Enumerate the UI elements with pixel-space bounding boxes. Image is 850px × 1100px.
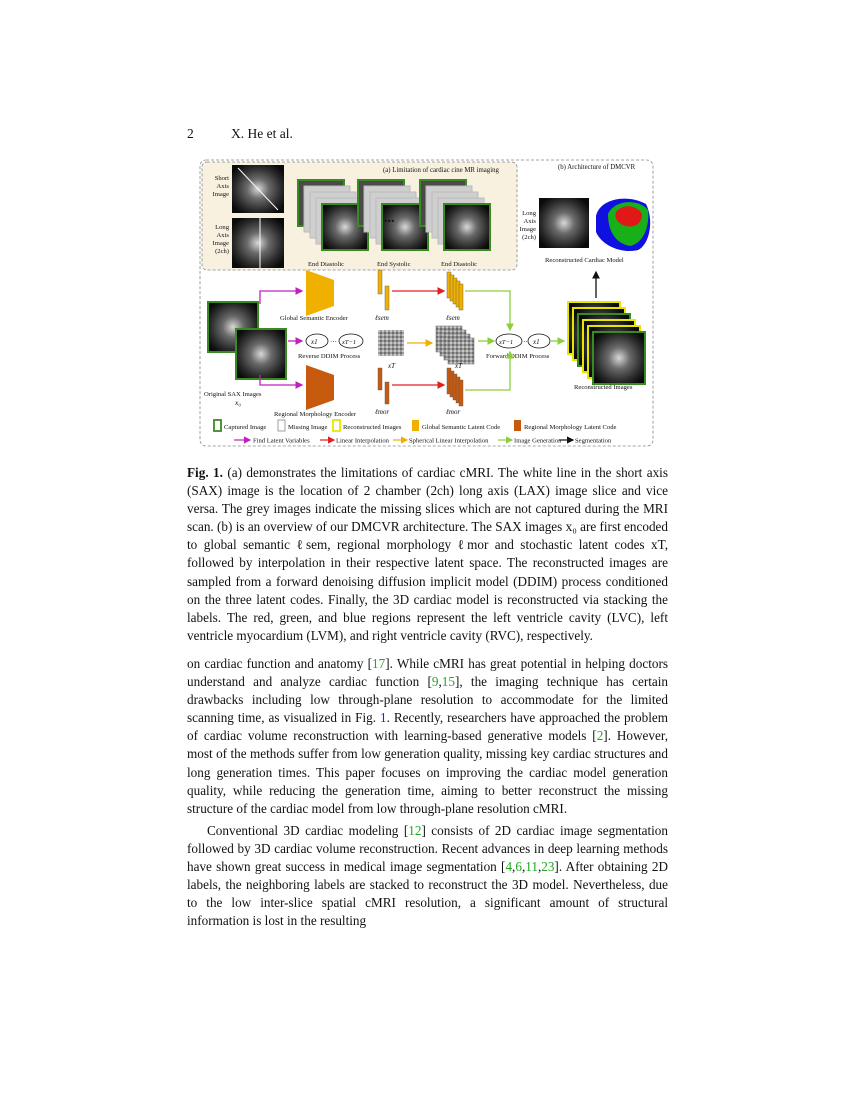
noise-images-interp (435, 325, 475, 365)
image-stack-end-diastolic-2 (419, 179, 491, 251)
svg-text:x1: x1 (532, 338, 540, 346)
citation-link[interactable]: 6 (515, 859, 522, 875)
svg-text:···: ··· (523, 338, 530, 346)
caption-text: (a) demonstrates the limitations of card… (187, 465, 668, 643)
forward-ddim-label: Forward DDIM Process (486, 353, 550, 360)
long-axis-label: Long Axis Image (2ch) (213, 224, 230, 255)
legend-arrows: Find Latent Variables Linear Interpolati… (234, 436, 612, 445)
regional-encoder-label: Regional Morphology Encoder (274, 411, 357, 418)
citation-link[interactable]: 4 (505, 859, 513, 875)
svg-text:Reconstructed Images: Reconstructed Images (343, 424, 402, 431)
svg-text:Axis: Axis (217, 183, 230, 190)
node-x1-reverse (305, 333, 329, 349)
citation-link[interactable]: 12 (408, 822, 422, 838)
svg-text:Axis: Axis (217, 232, 230, 239)
svg-text:Spherical Linear Interpolation: Spherical Linear Interpolation (409, 438, 489, 445)
original-sax-images (207, 301, 287, 380)
noise-image-xT (378, 330, 404, 356)
phase-label-1: End Diastolic (308, 261, 344, 268)
svg-text:Missing Image: Missing Image (288, 424, 327, 431)
svg-text:(2ch): (2ch) (522, 234, 536, 241)
cardiac-3d-model (596, 198, 651, 252)
reconstructed-images-label: Reconstructed Images (574, 384, 633, 391)
svg-text:Regional Morphology Latent Cod: Regional Morphology Latent Code (524, 424, 617, 431)
panel-a-title: (a) Limitation of cardiac cine MR imagin… (383, 167, 499, 174)
semantic-latent-codes (377, 269, 390, 311)
svg-text:Image: Image (213, 191, 230, 198)
svg-text:Image Generation: Image Generation (514, 438, 562, 445)
global-semantic-encoder (306, 270, 334, 316)
node-x1-forward (527, 333, 551, 349)
paragraph-2: Conventional 3D cardiac modeling [12] co… (187, 822, 668, 929)
svg-text:Segmentation: Segmentation (575, 438, 612, 445)
reconstructed-model-label: Reconstructed Cardiac Model (545, 257, 624, 264)
morphology-latent-codes (377, 367, 390, 405)
svg-text:Global Semantic Latent Code: Global Semantic Latent Code (422, 424, 500, 431)
semantic-latent-codes-interp (446, 271, 464, 311)
global-encoder-label: Global Semantic Encoder (280, 315, 349, 322)
svg-text:Linear Interpolation: Linear Interpolation (336, 438, 390, 445)
svg-text:Long: Long (522, 210, 537, 217)
svg-text:Long: Long (215, 224, 230, 231)
panel-b-title: (b) Architecture of DMCVR (558, 164, 636, 171)
running-title: X. He et al. (231, 126, 293, 141)
regional-morphology-encoder (306, 365, 334, 410)
citation-link[interactable]: 15 (441, 674, 455, 690)
citation-link[interactable]: 23 (541, 859, 555, 875)
citation-link[interactable]: 17 (372, 656, 386, 671)
image-stack-end-diastolic-1 (297, 179, 369, 251)
page-number: 2 (187, 126, 194, 141)
generation-arrow-top (465, 290, 514, 332)
reconstructed-images-stack (567, 301, 646, 385)
svg-text:···: ··· (330, 338, 337, 346)
citation-link[interactable]: 9 (431, 674, 439, 690)
xT-label-2: xT (454, 362, 463, 370)
node-xT1-forward (495, 333, 523, 349)
find-latent-arrow-bottom (259, 375, 304, 389)
ell-mor-label-2: ℓmor (445, 408, 460, 416)
figure-link[interactable]: 1 (379, 710, 387, 726)
legend-boxes: Captured Image Missing Image Reconstruct… (213, 419, 617, 432)
ell-mor-label-1: ℓmor (374, 408, 389, 416)
ell-sem-label-1: ℓsem (374, 314, 389, 322)
running-header: 2 X. He et al. (187, 126, 293, 142)
svg-text:x1: x1 (310, 338, 318, 346)
caption-label: Fig. 1. (187, 465, 223, 480)
figure-caption: Fig. 1. (a) demonstrates the limitations… (187, 464, 668, 645)
morphology-latent-codes-interp (446, 367, 464, 407)
svg-text:xT−1: xT−1 (341, 339, 356, 346)
svg-text:Image: Image (213, 240, 230, 247)
ellipsis: ... (384, 211, 395, 226)
body-text: on cardiac function and anatomy [17]. Wh… (187, 655, 668, 930)
svg-text:(2ch): (2ch) (215, 248, 229, 255)
find-latent-arrow-top (259, 287, 304, 304)
phase-label-3: End Diastolic (441, 261, 477, 268)
node-xT1-reverse (338, 333, 364, 349)
svg-text:Short: Short (215, 175, 229, 182)
long-axis-image (232, 218, 284, 268)
xT-label-1: xT (387, 362, 396, 370)
short-axis-label: Short Axis Image (213, 175, 230, 198)
generation-arrow-bottom (465, 350, 514, 391)
phase-label-2: End Systolic (377, 261, 411, 268)
svg-text:Find Latent Variables: Find Latent Variables (253, 438, 310, 445)
reverse-ddim-label: Reverse DDIM Process (298, 353, 361, 360)
figure-1: (a) Limitation of cardiac cine MR imagin… (199, 159, 654, 447)
svg-text:Axis: Axis (524, 218, 537, 225)
ell-sem-label-2: ℓsem (445, 314, 460, 322)
x0-label: x₀ (234, 398, 241, 407)
citation-link[interactable]: 2 (596, 728, 604, 744)
citation-link[interactable]: 11 (525, 859, 538, 875)
paragraph-1: on cardiac function and anatomy [17]. Wh… (187, 656, 668, 816)
figure-frame (199, 159, 654, 447)
svg-text:xT−1: xT−1 (498, 339, 513, 346)
panel-b-long-axis-label: Long Axis Image (2ch) (520, 210, 537, 241)
panel-b-long-axis-image (539, 198, 589, 248)
svg-text:Captured Image: Captured Image (224, 424, 266, 431)
svg-text:Image: Image (520, 226, 537, 233)
image-stack-end-systolic (357, 179, 429, 251)
original-sax-label: Original SAX Images (204, 391, 262, 398)
